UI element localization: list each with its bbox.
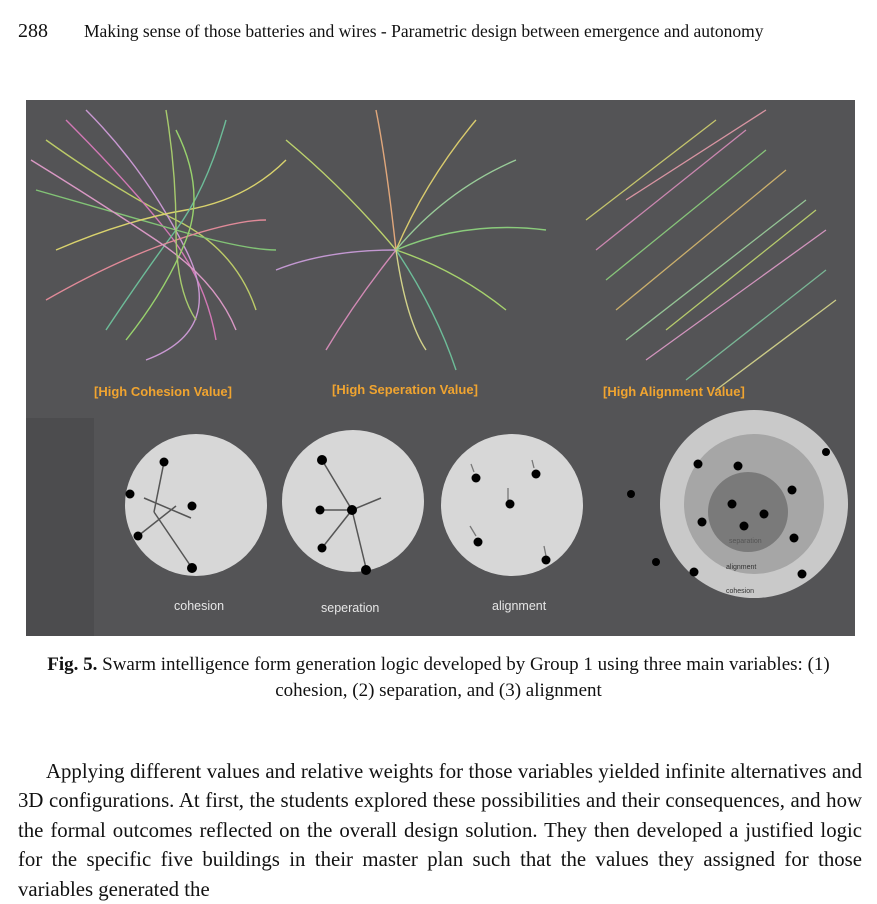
body-paragraph: Applying different values and relative w… xyxy=(18,759,862,901)
running-title: Making sense of those batteries and wire… xyxy=(84,21,764,41)
alignment-diagram xyxy=(441,434,583,576)
ring-label-alignment: alignment xyxy=(726,564,756,571)
diagram-label-cohesion: cohesion xyxy=(174,599,224,613)
cohesion-diagram xyxy=(125,434,267,576)
rings-diagram: separation alignment cohesion xyxy=(627,410,848,598)
separation-swarm xyxy=(275,109,547,371)
panel-title-alignment: [High Alignment Value] xyxy=(603,384,745,399)
diagram-label-alignment: alignment xyxy=(492,599,547,613)
left-shade xyxy=(26,418,94,636)
page-number: 288 xyxy=(18,20,48,42)
ring-label-cohesion: cohesion xyxy=(726,588,754,595)
figure-caption: Fig. 5. Swarm intelligence form generati… xyxy=(20,652,857,704)
separation-diagram xyxy=(282,430,424,575)
figure-5: [High Cohesion Value] [High Seperation V… xyxy=(26,100,855,636)
cohesion-swarm xyxy=(30,109,287,361)
caption-label: Fig. 5. xyxy=(47,654,98,675)
panel-title-cohesion: [High Cohesion Value] xyxy=(94,384,232,399)
alignment-swarm xyxy=(585,109,837,391)
swarm-figure-graphic: [High Cohesion Value] [High Seperation V… xyxy=(26,109,848,636)
caption-text: Swarm intelligence form generation logic… xyxy=(97,654,830,701)
ring-label-separation: separation xyxy=(729,538,762,545)
diagram-label-separation: seperation xyxy=(321,601,379,615)
page-header: 288 Making sense of those batteries and … xyxy=(18,18,859,48)
panel-title-separation: [High Seperation Value] xyxy=(332,382,478,397)
